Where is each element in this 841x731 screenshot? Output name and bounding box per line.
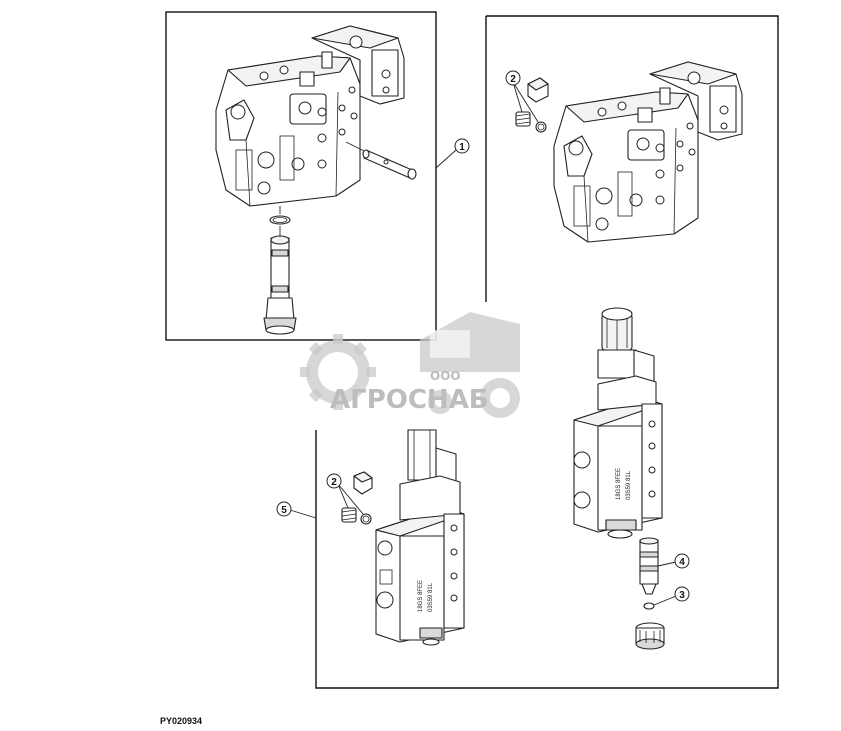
left-assembly-frame [165, 11, 437, 341]
watermark-small-text: ООО [430, 369, 461, 383]
callout-5-leader [289, 509, 317, 519]
callout-4: 4 [674, 553, 690, 569]
callout-2a: 2 [505, 70, 521, 86]
right-top-spring [515, 111, 531, 127]
gear-icon [300, 334, 376, 410]
left-valve-block [215, 25, 405, 207]
callout-2a-leader-spring [512, 81, 523, 113]
cartridge-valve [639, 537, 659, 595]
right-section-valve [573, 307, 663, 539]
lower-cap [353, 471, 373, 495]
callout-5-label: 5 [281, 505, 287, 516]
right-top-cap [527, 77, 549, 103]
left-spool [263, 226, 297, 335]
callout-5: 5 [276, 501, 292, 517]
callout-2b-leader-spring [337, 483, 349, 509]
left-pin [345, 141, 417, 180]
callout-1-leader [435, 149, 457, 169]
watermark-brand-text: АГРОСНАБ [330, 385, 489, 415]
callout-2b-leader-ring [337, 483, 364, 515]
callout-3-leader [653, 595, 677, 606]
callout-3: 3 [674, 586, 690, 602]
callout-4-leader [657, 561, 677, 567]
threaded-plug [635, 622, 665, 650]
right-assembly-frame [315, 15, 779, 689]
left-o-ring [269, 206, 291, 225]
callout-1: 1 [454, 138, 470, 154]
lower-spring [341, 507, 357, 523]
right-valve-marking-2: 03S59 81L [626, 470, 632, 500]
left-valve-marking-2: 03S59 81L [428, 582, 434, 612]
small-seal [643, 602, 655, 610]
figure-reference-code: PY020934 [160, 716, 202, 726]
tractor-icon [420, 312, 520, 418]
watermark-logo: ООО АГРОСНАБ [300, 312, 520, 418]
callout-2a-label: 2 [510, 74, 516, 85]
right-top-ring [535, 121, 547, 133]
callout-2b: 2 [326, 473, 342, 489]
right-valve-block [553, 61, 743, 243]
right-valve-marking-1: 18GS 8FEE [616, 468, 622, 500]
callout-2a-leader-ring [512, 81, 539, 123]
lower-ring [360, 513, 372, 525]
left-section-valve [375, 429, 465, 646]
callout-3-label: 3 [679, 590, 685, 601]
left-valve-marking-1: 18GS 8FEE [418, 580, 424, 612]
callout-1-label: 1 [459, 142, 465, 153]
callout-4-label: 4 [679, 557, 685, 568]
callout-2b-label: 2 [331, 477, 337, 488]
